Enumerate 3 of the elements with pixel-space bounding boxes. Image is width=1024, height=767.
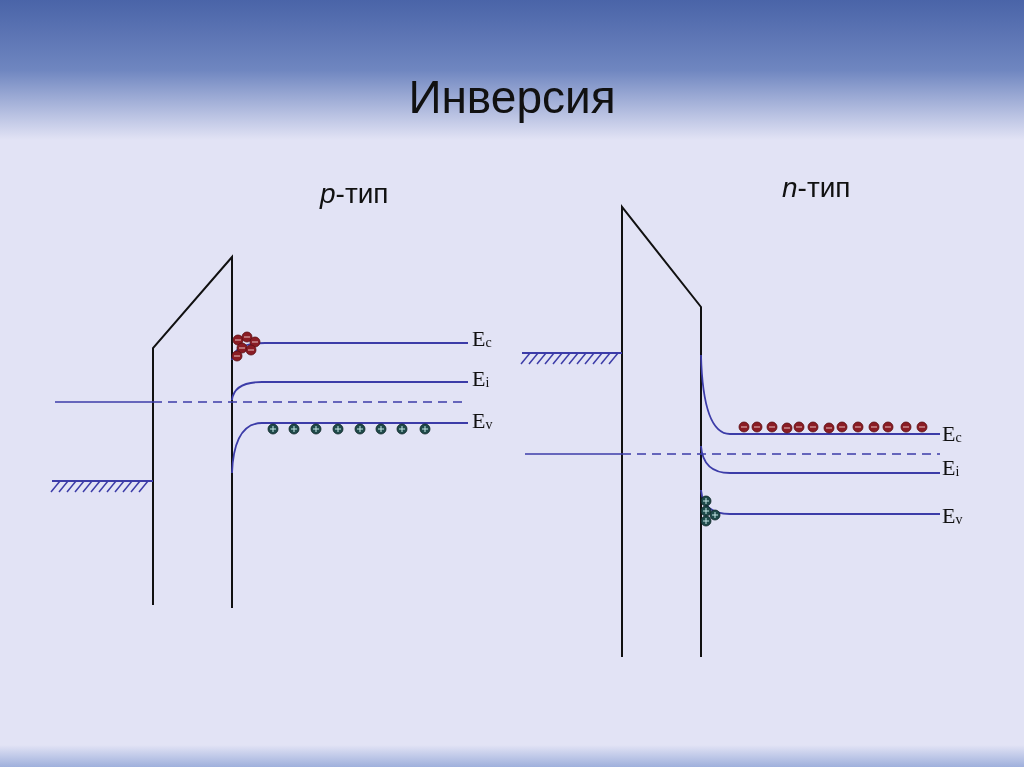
panel-heading: n-тип — [782, 172, 851, 204]
panel-heading: p-тип — [320, 178, 389, 210]
slide-title: Инверсия — [407, 70, 617, 124]
